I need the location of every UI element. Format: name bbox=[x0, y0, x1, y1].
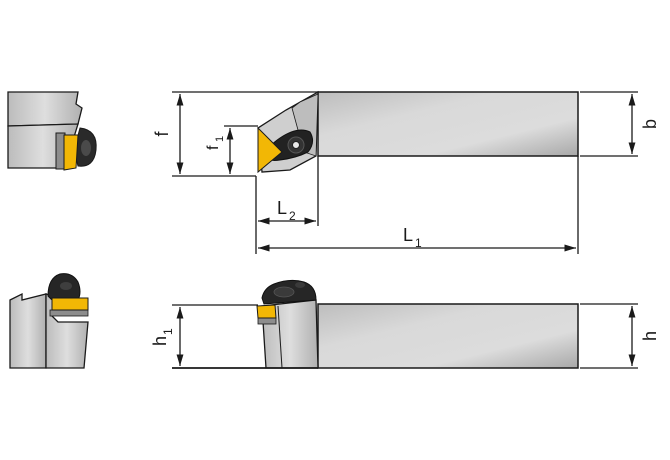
insert-icon bbox=[256, 304, 277, 319]
top-plan-view bbox=[257, 90, 579, 174]
svg-text:2: 2 bbox=[289, 209, 296, 223]
svg-text:f: f bbox=[205, 145, 222, 150]
svg-text:1: 1 bbox=[214, 136, 226, 142]
insert-icon bbox=[63, 134, 79, 171]
bottom-end-view bbox=[9, 273, 89, 369]
bottom-side-view bbox=[256, 279, 579, 369]
insert-icon bbox=[51, 297, 89, 311]
dim-label-h: h bbox=[640, 331, 660, 341]
svg-text:1: 1 bbox=[161, 328, 175, 335]
dim-label-b: b bbox=[640, 119, 660, 129]
dim-label-f1: f 1 bbox=[205, 136, 226, 150]
dim-label-L2: L 2 bbox=[277, 198, 296, 223]
top-end-view bbox=[7, 91, 97, 171]
svg-text:h: h bbox=[150, 336, 170, 346]
dim-label-h1: h 1 bbox=[150, 328, 175, 346]
insert-icon bbox=[257, 126, 283, 174]
dimension-lines-bottom bbox=[172, 303, 638, 369]
svg-text:1: 1 bbox=[415, 236, 422, 250]
svg-text:L: L bbox=[277, 198, 287, 218]
dimension-lines-top bbox=[172, 91, 638, 254]
dim-label-L1: L 1 bbox=[403, 225, 422, 250]
svg-text:L: L bbox=[403, 225, 413, 245]
dim-label-f: f bbox=[152, 131, 172, 137]
